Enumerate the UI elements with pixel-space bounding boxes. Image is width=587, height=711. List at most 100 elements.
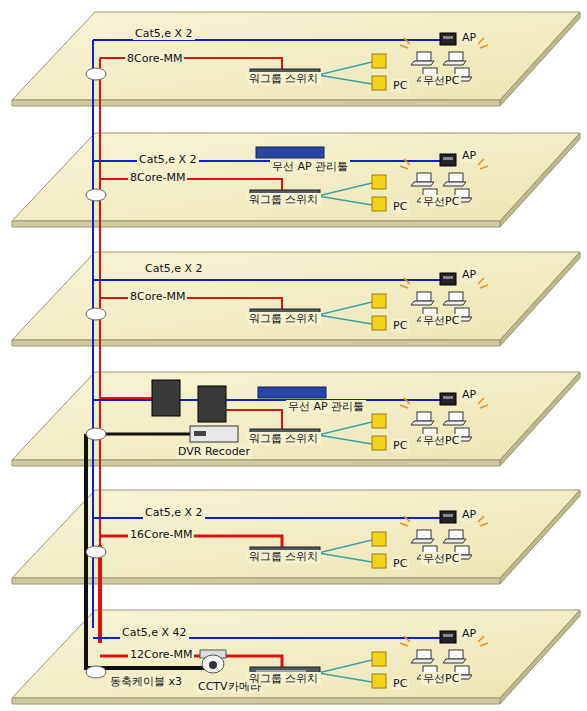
core-switch xyxy=(152,380,180,416)
device-label: 워그룹 스위치 xyxy=(247,193,321,206)
wireless-pc xyxy=(417,173,431,182)
device-label: 무선PC xyxy=(421,195,461,208)
access-point xyxy=(440,273,456,285)
pc xyxy=(372,674,386,688)
floor-side xyxy=(500,610,580,704)
floor-edge xyxy=(12,221,500,227)
floor-slab xyxy=(12,252,580,340)
dvr-panel xyxy=(194,431,206,436)
pc xyxy=(372,197,386,211)
device-label: 무선PC xyxy=(421,314,461,327)
riser-hole xyxy=(86,189,106,201)
cable-spec: 12Core-MM xyxy=(128,648,194,661)
device-label: PC xyxy=(391,439,409,452)
pc xyxy=(372,436,386,450)
wireless-pc xyxy=(449,650,463,659)
pc xyxy=(372,54,386,68)
coax-cable xyxy=(86,434,205,668)
wireless-pc xyxy=(449,173,463,182)
lan-cable xyxy=(318,315,372,324)
wireless-pc xyxy=(443,61,466,65)
utp-cable xyxy=(93,279,440,281)
riser-hole xyxy=(86,308,106,320)
wireless-pc xyxy=(449,530,463,539)
device-label: 무선PC xyxy=(421,434,461,447)
device-label: AP xyxy=(460,149,478,162)
riser-utp xyxy=(92,40,94,628)
wireless-pc xyxy=(443,421,466,425)
wireless-pc xyxy=(443,182,466,186)
wireless-pc xyxy=(443,301,466,305)
device-label: PC xyxy=(391,557,409,570)
access-point xyxy=(440,154,456,166)
wireless-pc xyxy=(449,292,463,301)
device-label: 워그룹 스위치 xyxy=(247,72,321,85)
wireless-pc xyxy=(411,539,434,543)
lan-cable xyxy=(318,673,372,682)
wireless-pc xyxy=(417,412,431,421)
pc xyxy=(372,554,386,568)
floor-slab xyxy=(12,372,580,460)
device-label: 워그룹 스위치 xyxy=(247,432,321,445)
device-label: 무선PC xyxy=(421,672,461,685)
device-label: PC xyxy=(391,200,409,213)
floor-edge xyxy=(12,340,500,346)
pc xyxy=(372,294,386,308)
wireless-pc xyxy=(417,292,431,301)
ap-face xyxy=(443,276,453,279)
device-label: 워그룹 스위치 xyxy=(247,672,321,685)
floor-slab xyxy=(12,133,580,221)
wireless-pc xyxy=(449,412,463,421)
lan-cable xyxy=(318,302,372,315)
pc xyxy=(372,652,386,666)
wireless-pc xyxy=(411,659,434,663)
device-label: PC xyxy=(391,79,409,92)
wireless-pc xyxy=(443,539,466,543)
device-label: 무선 AP 관리툴 xyxy=(286,400,366,413)
lan-cable xyxy=(318,553,372,562)
ap-face xyxy=(443,634,453,637)
riser-hole xyxy=(86,68,106,80)
lan-cable xyxy=(318,660,372,673)
wireless-pc xyxy=(417,52,431,61)
wireless-pc xyxy=(417,530,431,539)
wireless-pc xyxy=(443,659,466,663)
device-label: 무선PC xyxy=(421,74,461,87)
lan-cable xyxy=(318,62,372,75)
floor-slab xyxy=(12,610,580,698)
device-label: DVR Recoder xyxy=(176,445,252,458)
device-label: AP xyxy=(460,508,478,521)
device-label: 무선 AP 관리툴 xyxy=(270,160,350,173)
core-switch xyxy=(198,386,226,422)
riser-hole xyxy=(86,428,106,440)
device-label: 무선PC xyxy=(421,552,461,565)
device-label: AP xyxy=(460,268,478,281)
device-label: 워그룹 스위치 xyxy=(247,550,321,563)
dvr-recorder xyxy=(190,426,238,442)
pc xyxy=(372,414,386,428)
device-label: PC xyxy=(391,319,409,332)
device-label: AP xyxy=(460,627,478,640)
cable-spec: 16Core-MM xyxy=(128,528,194,541)
coax-cable xyxy=(92,433,190,436)
floor-side xyxy=(500,490,580,584)
cable-spec: Cat5,e X 2 xyxy=(137,153,199,166)
floor-side xyxy=(500,252,580,346)
device-label: AP xyxy=(460,31,478,44)
access-point xyxy=(440,33,456,45)
cable-spec: 8Core-MM xyxy=(128,290,187,303)
lan-cable xyxy=(318,196,372,205)
cable-spec: 동축케이블 x3 xyxy=(108,675,184,688)
device-label: AP xyxy=(460,388,478,401)
ap-face xyxy=(443,157,453,160)
utp-cable xyxy=(93,399,440,401)
cctv-lens xyxy=(209,661,217,669)
pc xyxy=(372,316,386,330)
cable-spec: 8Core-MM xyxy=(128,171,187,184)
riser-hole xyxy=(86,666,106,678)
lan-cable xyxy=(318,183,372,196)
lan-cable xyxy=(318,435,372,444)
wireless-pc xyxy=(417,650,431,659)
